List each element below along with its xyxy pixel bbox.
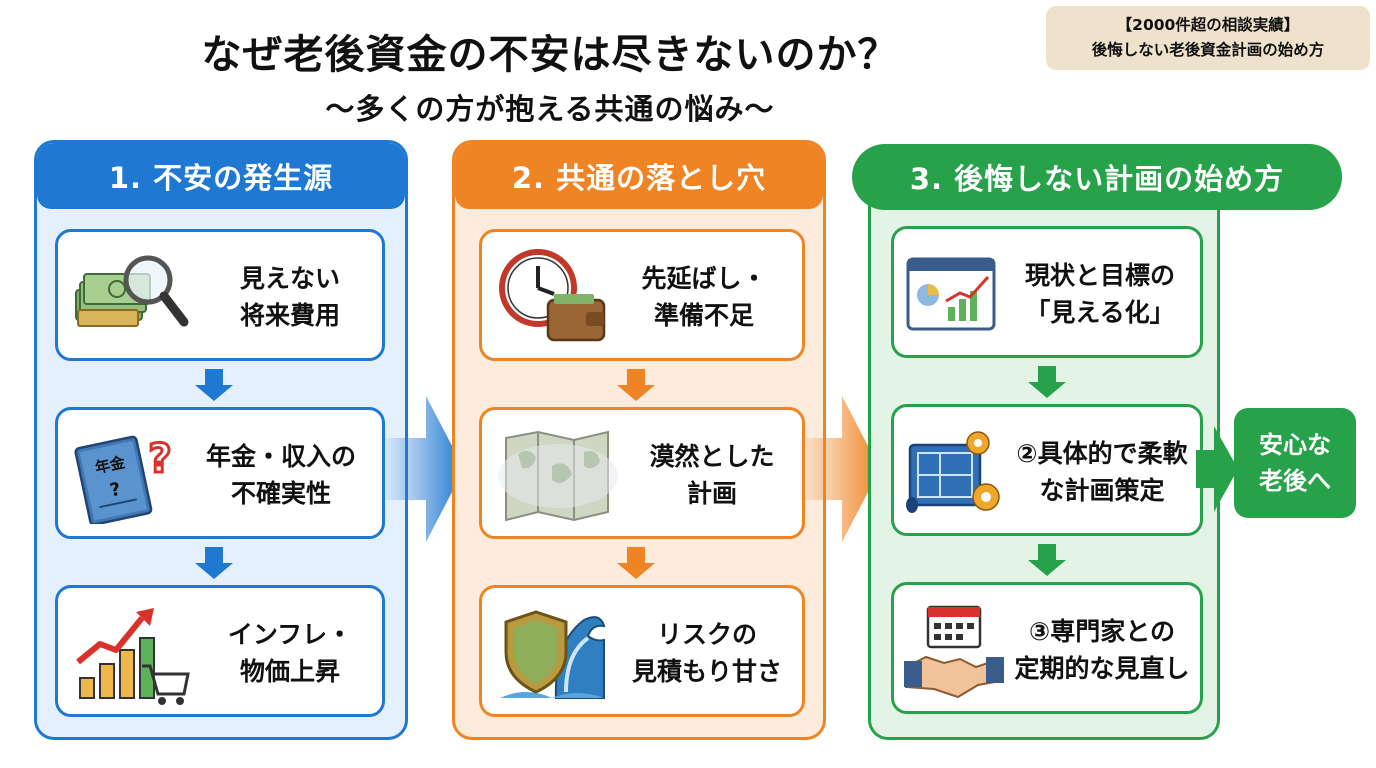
page-subtitle: 〜多くの方が抱える共通の悩み〜 bbox=[325, 92, 775, 126]
svg-text:?: ? bbox=[148, 436, 171, 482]
card-flexible-plan: ②具体的で柔軟な計画策定 bbox=[891, 404, 1203, 536]
card-label: 漠然とした計画 bbox=[649, 442, 775, 508]
down-arrow bbox=[205, 369, 223, 385]
column-heading: 2. 共通の落とし穴 bbox=[455, 143, 823, 209]
svg-text:?: ? bbox=[108, 479, 123, 502]
column-common-pitfalls: 2. 共通の落とし穴 先延ばし・準備不足 漠然とした計画 bbox=[452, 140, 826, 740]
card-label: 見えない将来費用 bbox=[239, 264, 340, 330]
pension-book-question-icon: 年金 ? ? bbox=[74, 435, 173, 524]
money-magnifier-icon bbox=[75, 255, 189, 327]
card-label: 先延ばし・準備不足 bbox=[641, 264, 767, 330]
card-regular-review: ③専門家との定期的な見直し bbox=[891, 582, 1203, 714]
column-anxiety-sources: 1. 不安の発生源 見えない将来費用 年金 ? ? bbox=[34, 140, 408, 740]
experience-badge: 【2000件超の相談実績】 後悔しない老後資金計画の始め方 bbox=[1046, 6, 1370, 70]
flow-arrow-3 bbox=[1196, 426, 1238, 512]
outcome-line-2: 老後へ bbox=[1259, 467, 1331, 495]
badge-line-2: 後悔しない老後資金計画の始め方 bbox=[1091, 41, 1325, 59]
badge-line-1: 【2000件超の相談実績】 bbox=[1116, 16, 1300, 34]
shield-wave-icon bbox=[500, 610, 606, 699]
column-planning-steps: 現状と目標の「見える化」 ②具体的で柔軟な計画策定 bbox=[868, 150, 1220, 740]
column-heading: 3. 後悔しない計画の始め方 bbox=[852, 144, 1342, 210]
down-arrow-head bbox=[195, 385, 233, 401]
clock-wallet-icon bbox=[499, 249, 606, 342]
down-arrow bbox=[1038, 366, 1056, 382]
card-inflation: インフレ・物価上昇 bbox=[55, 585, 385, 717]
column-heading: 1. 不安の発生源 bbox=[37, 143, 405, 209]
flow-arrow-2 bbox=[800, 396, 880, 542]
card-label: ②具体的で柔軟な計画策定 bbox=[1016, 439, 1188, 505]
page-title: なぜ老後資金の不安は尽きないのか？ bbox=[201, 32, 899, 78]
card-procrastination: 先延ばし・準備不足 bbox=[479, 229, 805, 361]
card-visualize: 現状と目標の「見える化」 bbox=[891, 226, 1203, 358]
card-label: 現状と目標の「見える化」 bbox=[1024, 261, 1175, 327]
down-arrow bbox=[1038, 544, 1056, 560]
outcome-line-1: 安心な bbox=[1259, 431, 1331, 459]
down-arrow bbox=[205, 547, 223, 563]
down-arrow-head bbox=[1028, 382, 1066, 398]
calendar-handshake-icon bbox=[904, 605, 1004, 699]
card-invisible-costs: 見えない将来費用 bbox=[55, 229, 385, 361]
inflation-cart-icon bbox=[76, 608, 190, 705]
down-arrow bbox=[627, 547, 645, 563]
down-arrow-head bbox=[195, 563, 233, 579]
blueprint-gears-icon bbox=[906, 431, 1000, 513]
foggy-map-icon bbox=[498, 430, 618, 522]
card-label: ③専門家との定期的な見直し bbox=[1014, 617, 1190, 683]
down-arrow-head bbox=[617, 563, 655, 579]
card-label: 年金・収入の不確実性 bbox=[205, 442, 356, 508]
outcome-badge: 安心な 老後へ bbox=[1234, 408, 1356, 518]
card-label: インフレ・物価上昇 bbox=[227, 620, 353, 686]
down-arrow-head bbox=[1028, 560, 1066, 576]
down-arrow-head bbox=[617, 385, 655, 401]
down-arrow bbox=[627, 369, 645, 385]
flow-arrow-1 bbox=[384, 396, 464, 542]
card-risk-underestimate: リスクの見積もり甘さ bbox=[479, 585, 805, 717]
card-vague-plan: 漠然とした計画 bbox=[479, 407, 805, 539]
card-label: リスクの見積もり甘さ bbox=[631, 620, 782, 686]
card-pension-uncertainty: 年金 ? ? 年金・収入の不確実性 bbox=[55, 407, 385, 539]
dashboard-chart-icon bbox=[906, 257, 996, 331]
